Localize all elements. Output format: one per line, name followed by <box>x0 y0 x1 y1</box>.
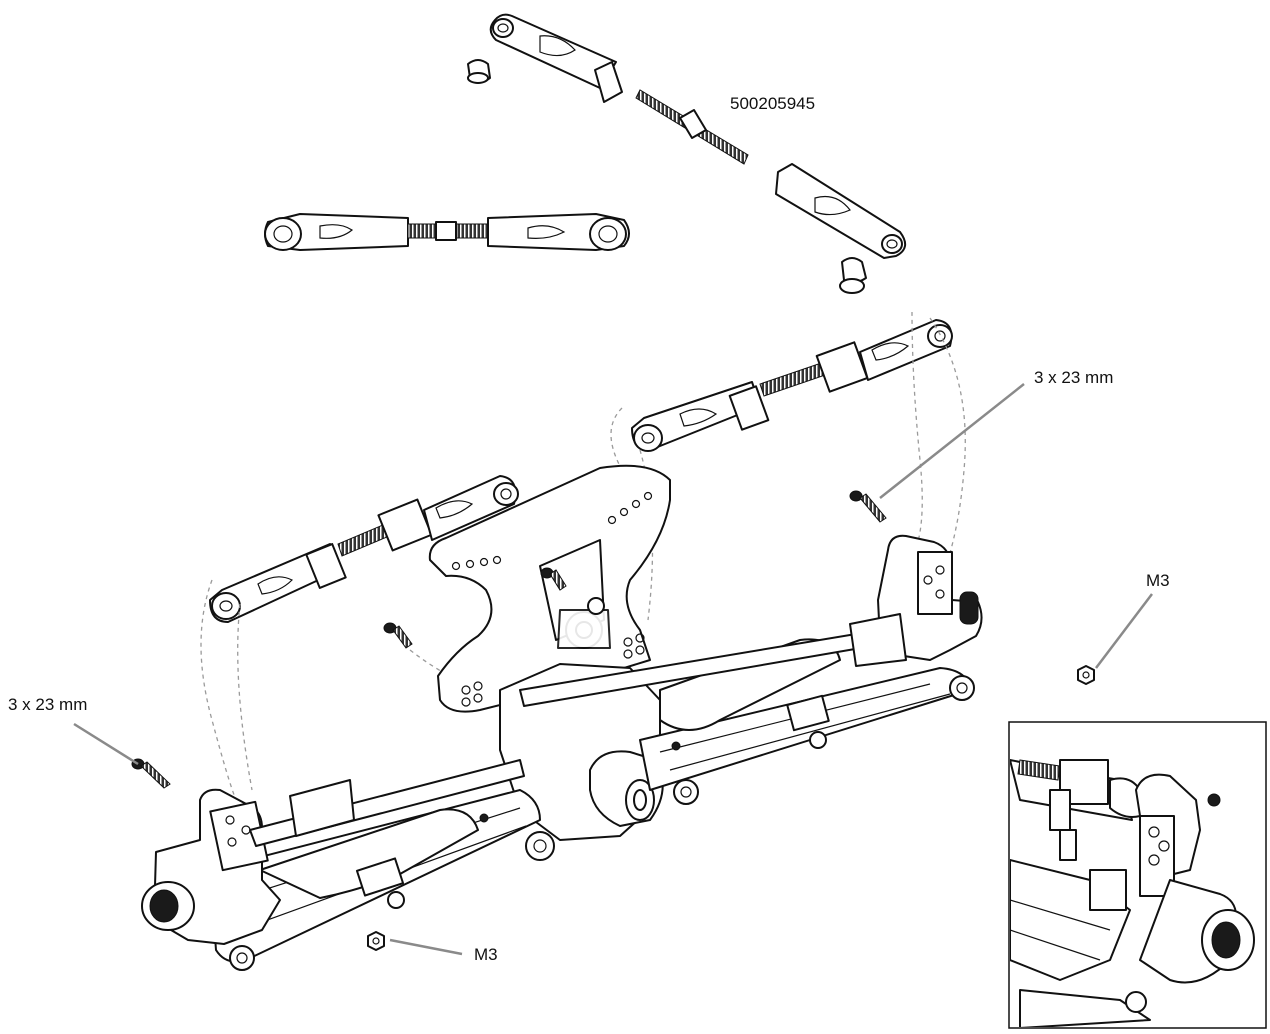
ball-stud-lower <box>839 257 867 294</box>
rod-end-upper-right <box>775 163 907 259</box>
leader-screw-left <box>73 722 139 766</box>
exploded-turnbuckle-top: 500205945 <box>467 13 907 294</box>
callouts: 3 x 23 mm 3 x 23 mm M3 M3 <box>8 368 1170 964</box>
upper-link-right <box>631 319 953 452</box>
turnbuckle-horizontal <box>264 213 630 251</box>
leader-nut-right <box>1095 593 1153 669</box>
inset-detail-view <box>1008 721 1267 1029</box>
label-nut-bottom: M3 <box>474 945 498 964</box>
screw-left-tower <box>383 622 413 649</box>
threaded-rod-top <box>635 89 749 165</box>
ball-stud-upper <box>467 59 491 84</box>
screw-center-tower <box>540 567 567 591</box>
shock-tower-holes <box>451 491 653 707</box>
label-screw-right: 3 x 23 mm <box>1034 368 1113 387</box>
label-screw-left: 3 x 23 mm <box>8 695 87 714</box>
part-number-label: 500205945 <box>730 94 815 113</box>
nut-bottom <box>367 931 385 951</box>
upper-link-left <box>209 475 519 623</box>
label-nut-right: M3 <box>1146 571 1170 590</box>
leader-screw-right <box>879 383 1025 499</box>
rod-end-upper-left <box>489 13 623 103</box>
chassis-assembly <box>141 534 983 971</box>
leader-nut-bottom <box>389 938 463 956</box>
nut-right <box>1077 665 1095 685</box>
screw-right-hub <box>849 490 887 523</box>
